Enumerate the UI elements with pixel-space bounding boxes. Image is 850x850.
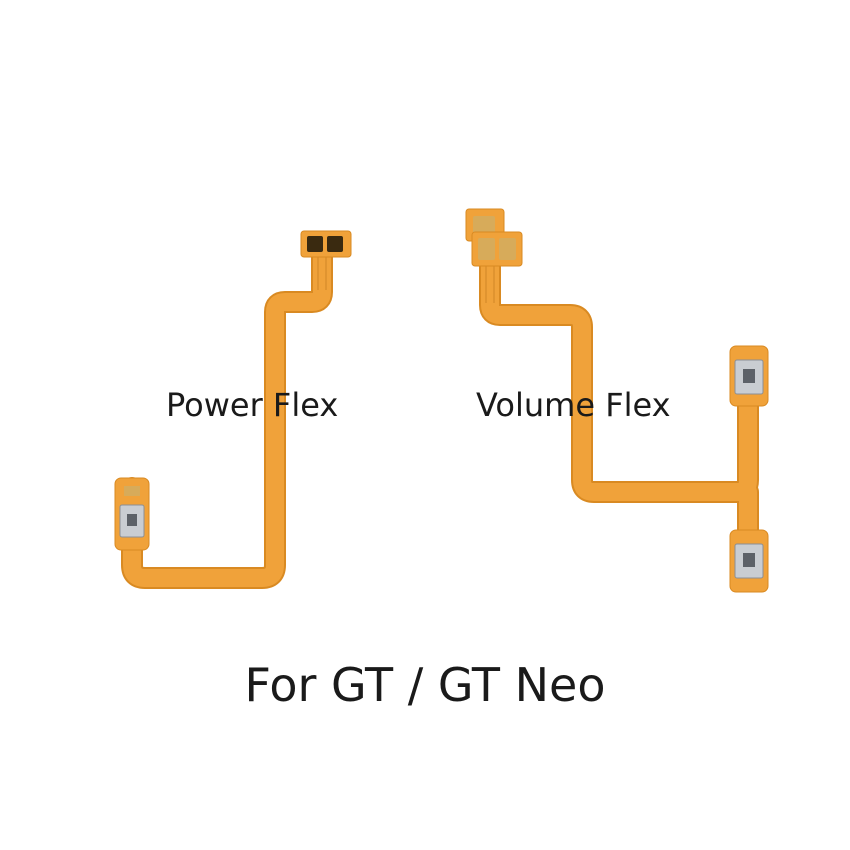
volume-up-switch [729,345,769,407]
volume-flex-label: Volume Flex [476,386,671,424]
volume-connector [465,208,523,267]
power-switch [114,477,150,551]
power-connector [300,230,352,258]
model-caption: For GT / GT Neo [244,658,606,712]
power-flex-cable [114,230,352,589]
volume-down-switch [729,529,769,593]
volume-flex-cable [465,208,769,593]
power-flex-label: Power Flex [166,386,339,424]
